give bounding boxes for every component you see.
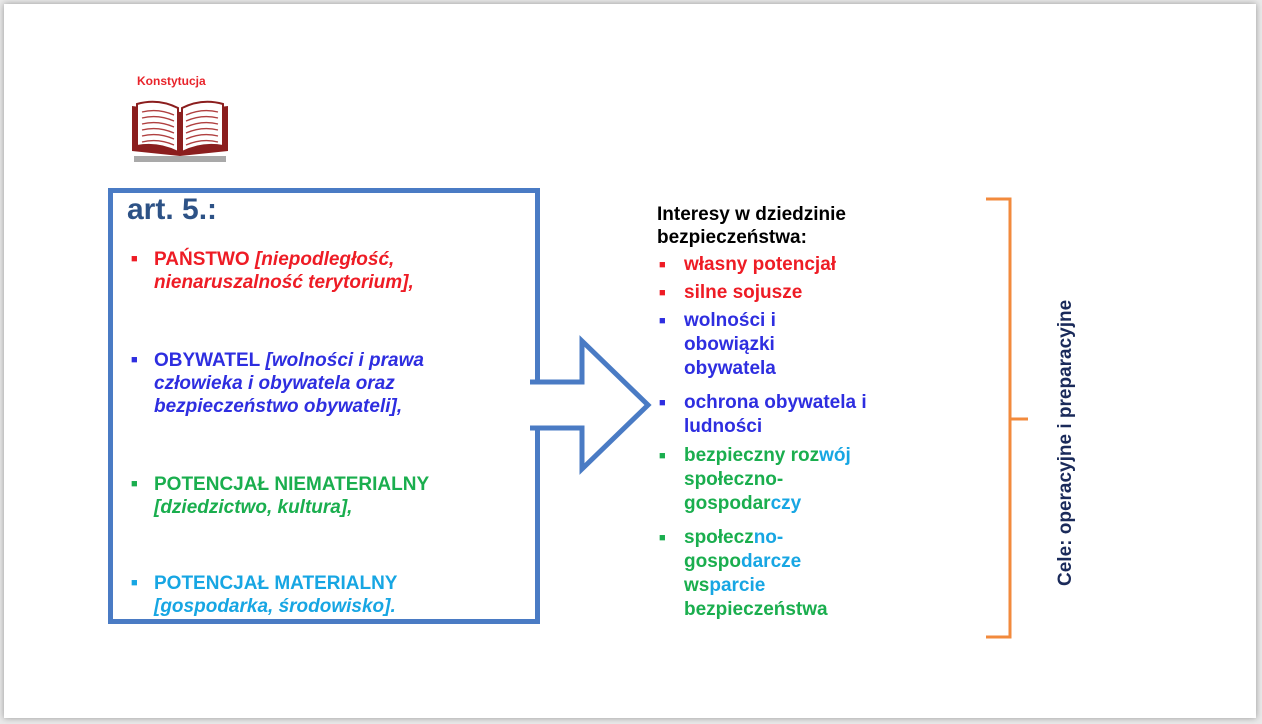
item-head: POTENCJAŁ NIEMATERIALNY	[154, 474, 430, 495]
interests-title: Interesy w dziedzinie bezpieczeństwa:	[657, 203, 846, 249]
bullet-icon: ■	[659, 259, 666, 271]
interest-text: społecz	[684, 527, 754, 548]
bullet-icon: ■	[659, 315, 666, 327]
interest-text: parcie	[709, 575, 766, 596]
bracket	[986, 197, 1028, 639]
interest-text: darcze	[741, 551, 802, 572]
interest-text: własny potencjał	[684, 254, 837, 275]
interest-text: społeczno-	[684, 469, 784, 490]
interest-text: no-	[753, 527, 784, 548]
article-title: art. 5.:	[127, 193, 218, 226]
interests-title-line2: bezpieczeństwa:	[657, 227, 807, 248]
interest-text: obywatela	[684, 358, 776, 379]
interest-text: gospo	[684, 551, 741, 572]
interest-text: czy	[770, 493, 802, 514]
interests-title-line1: Interesy w dziedzinie	[657, 204, 846, 225]
bullet-icon: ■	[131, 253, 138, 265]
arrow-right-icon	[530, 335, 652, 475]
interest-text: gospodar	[684, 493, 771, 514]
item-head: PAŃSTWO	[154, 249, 250, 270]
bullet-icon: ■	[131, 354, 138, 366]
item-detail-line2: człowieka i obywatela oraz	[154, 373, 395, 394]
item-detail-line2: [dziedzictwo, kultura],	[154, 497, 353, 518]
item-detail: [wolności i prawa	[260, 350, 424, 371]
item-detail-line2: nienaruszalność terytorium],	[154, 272, 414, 293]
interest-text: obowiązki	[684, 334, 775, 355]
interest-text: ochrona obywatela i	[684, 392, 867, 413]
item-detail: [niepodległość,	[249, 249, 395, 270]
bullet-icon: ■	[131, 478, 138, 490]
book-icon	[132, 100, 228, 162]
interest-text: ws	[684, 575, 710, 596]
bullet-icon: ■	[659, 397, 666, 409]
bullet-icon: ■	[131, 577, 138, 589]
goals-label: Cele: operacyjne i preparacyjne	[1055, 299, 1076, 586]
item-detail-line2: [gospodarka, środowisko].	[154, 596, 396, 617]
item-head: POTENCJAŁ MATERIALNY	[154, 573, 398, 594]
book-caption: Konstytucja	[137, 74, 206, 88]
bullet-icon: ■	[659, 532, 666, 544]
bullet-icon: ■	[659, 287, 666, 299]
interest-text: bezpieczeństwa	[684, 599, 828, 620]
item-head: OBYWATEL	[154, 350, 261, 371]
interest-text: wolności i	[684, 310, 776, 331]
interest-text: ludności	[684, 416, 763, 437]
interest-text: wój	[819, 445, 851, 466]
bullet-icon: ■	[659, 450, 666, 462]
interest-text: bezpieczny roz	[684, 445, 820, 466]
interest-text: silne sojusze	[684, 282, 803, 303]
item-detail-line3: bezpieczeństwo obywateli],	[154, 396, 403, 417]
